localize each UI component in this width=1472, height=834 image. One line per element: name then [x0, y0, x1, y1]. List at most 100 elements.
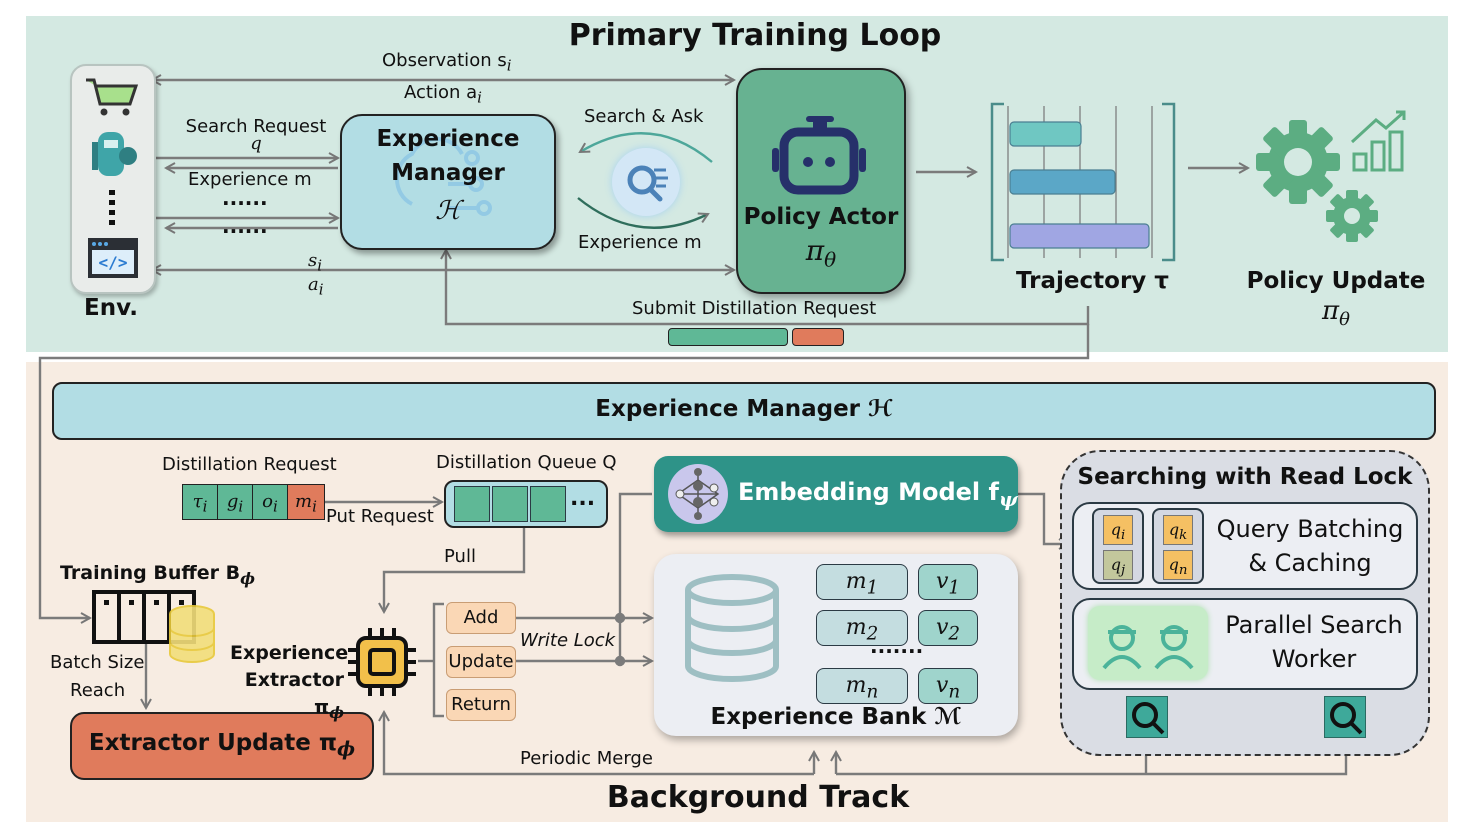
request-cell-m: mi — [287, 484, 325, 520]
query-batching-line2: & Caching — [1248, 549, 1372, 577]
periodic-merge-label: Periodic Merge — [520, 748, 653, 769]
return-button[interactable]: Return — [446, 689, 516, 721]
ai-label: ai — [308, 274, 324, 299]
queue-slot — [530, 486, 566, 522]
submit-distillation-label: Submit Distillation Request — [632, 298, 877, 319]
observation-label: Observation si — [382, 50, 512, 75]
database-glow-icon — [169, 605, 215, 663]
query-cell-n: qn — [1163, 550, 1193, 580]
query-group-1: qi qj — [1092, 508, 1144, 584]
background-track-title: Background Track — [606, 780, 910, 815]
training-buffer-label: Training Buffer Bϕ — [60, 562, 255, 588]
distillation-queue: ... — [444, 480, 608, 528]
add-button[interactable]: Add — [446, 602, 516, 634]
bank-ellipsis: ....... — [870, 634, 924, 658]
update-button[interactable]: Update — [446, 646, 516, 678]
si-sub: i — [317, 256, 323, 275]
experience-bank-label: Experience Bank ℳ — [710, 704, 962, 730]
query-batching-label: Query Batching & Caching — [1210, 512, 1410, 580]
extractor-update-box[interactable]: Extractor Update πϕ — [70, 712, 374, 780]
trajectory-bar — [1009, 223, 1150, 249]
embedding-model-box[interactable]: Embedding Model fψ — [654, 456, 1018, 532]
pi-symbol: π — [805, 234, 825, 267]
request-cell-o: oi — [252, 484, 288, 520]
pi-symbol-update: π — [1322, 296, 1340, 326]
ai-text: a — [308, 274, 319, 295]
search-request-var: q — [250, 133, 262, 154]
parallel-search-box: Parallel Search Worker — [1072, 598, 1418, 690]
extractor-line2: Extractor π — [244, 669, 344, 718]
bank-key-2: m2 — [816, 610, 908, 646]
experience-manager-line1: Experience — [376, 126, 520, 152]
queue-slot — [492, 486, 528, 522]
extractor-sub: ϕ — [329, 702, 344, 722]
query-group-2: qk qn — [1152, 508, 1204, 584]
bank-value-1: v1 — [918, 564, 978, 600]
observation-text: Observation s — [382, 50, 507, 71]
request-cell-tau: τi — [182, 484, 218, 520]
experience-m-label: Experience m — [188, 169, 312, 190]
brain-icon — [395, 137, 492, 216]
write-lock-label: Write Lock — [520, 630, 616, 651]
vertical-ellipsis — [109, 190, 115, 225]
trajectory-bars — [1009, 121, 1150, 249]
embedding-model-text: Embedding Model f — [738, 478, 999, 506]
experience-manager-line2: Manager — [391, 160, 505, 186]
bank-value-2: v2 — [918, 610, 978, 646]
extractor-update-sub: ϕ — [337, 737, 356, 761]
env-label: Env. — [84, 295, 138, 321]
observation-sub: i — [506, 56, 512, 75]
gears-chart-icon — [1256, 110, 1406, 242]
theta-sub: θ — [824, 247, 837, 272]
experience-m-return-label: Experience m — [578, 232, 702, 253]
search-icon[interactable] — [1126, 696, 1168, 738]
database-icon — [685, 574, 779, 682]
experience-manager-box[interactable]: Experience Manager ℋ — [340, 114, 556, 250]
search-icon[interactable] — [1324, 696, 1366, 738]
worker-icons — [1088, 606, 1208, 680]
action-text: Action a — [404, 82, 478, 103]
experience-extractor-label: Experience Extractor πϕ — [230, 640, 348, 726]
query-batching-box: qi qj qk qn Query Batching & Caching — [1072, 502, 1418, 590]
embedding-model-label: Embedding Model fψ — [738, 478, 1018, 511]
ellipsis-1: ...... — [222, 186, 268, 210]
policy-update-label: Policy Update — [1246, 268, 1426, 294]
query-cell-k: qk — [1163, 515, 1193, 545]
extractor-update-label: Extractor Update πϕ — [72, 730, 372, 761]
embedding-model-sub: ψ — [998, 486, 1018, 511]
distillation-request-cells: τi gi oi mi — [182, 484, 325, 522]
trajectory-graphic — [990, 102, 1176, 262]
training-buffer-text: Training Buffer B — [60, 562, 241, 584]
policy-actor-label: Policy Actor — [743, 204, 899, 230]
policy-update-symbol: πθ — [1236, 296, 1436, 330]
si-text: s — [308, 250, 318, 271]
game-character-icon — [92, 132, 137, 176]
experience-manager-bar: Experience Manager ℋ — [52, 382, 1436, 440]
search-request-text: Search Request — [185, 116, 327, 137]
trajectory-label: Trajectory τ — [1016, 268, 1169, 294]
batch-size-label: Batch Size — [50, 652, 145, 673]
search-list-icon — [612, 148, 680, 216]
bank-value-n: vn — [918, 668, 978, 704]
experience-bank-box: m1 v1 m2 v2 ....... mn vn Experience Ban… — [654, 554, 1018, 736]
robot-icon — [772, 116, 866, 195]
action-sub: i — [477, 88, 482, 107]
request-bar-green — [668, 328, 788, 346]
code-window-icon: </> — [88, 238, 138, 278]
request-bar-orange — [792, 328, 844, 346]
put-request-label: Put Request — [326, 506, 434, 527]
queue-more: ... — [570, 486, 596, 511]
queue-slot — [454, 486, 490, 522]
training-buffer-sub: ϕ — [240, 568, 256, 588]
search-read-lock-panel: Searching with Read Lock qi qj qk qn Que… — [1060, 450, 1430, 756]
ellipsis-2: ...... — [222, 214, 268, 238]
experience-manager-bar-label: Experience Manager ℋ — [595, 396, 893, 422]
query-cell-j: qj — [1103, 550, 1133, 580]
trajectory-bar — [1009, 121, 1082, 147]
policy-actor-symbol: πθ — [738, 234, 904, 272]
neural-network-icon — [668, 464, 728, 524]
chip-icon — [348, 628, 416, 696]
distillation-request-label: Distillation Request — [162, 454, 337, 475]
policy-actor-box[interactable]: Policy Actor πθ — [736, 68, 906, 294]
environment-column: </> — [70, 64, 156, 294]
